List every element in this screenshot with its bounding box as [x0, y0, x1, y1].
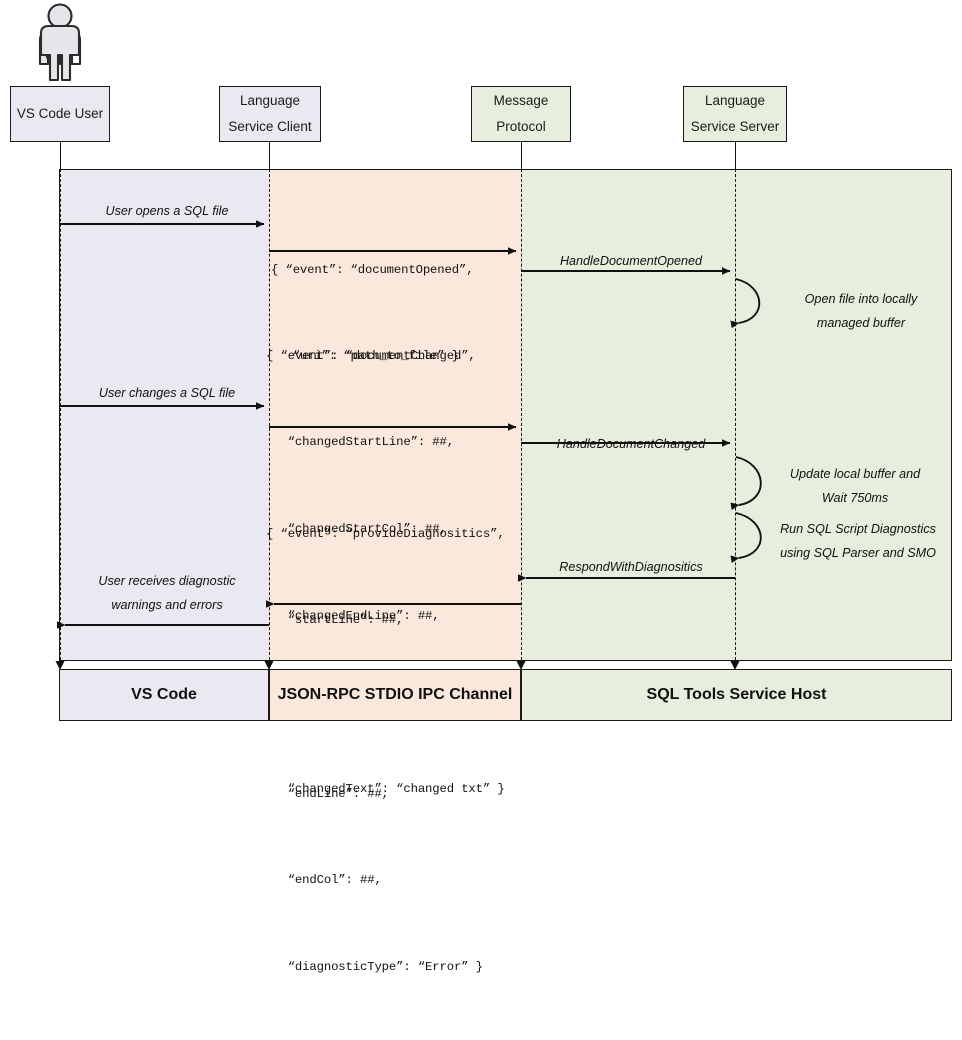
lifeline-label-line1: VS Code User	[16, 105, 104, 121]
message-label-user-changes-file: User changes a SQL file	[98, 386, 236, 400]
lifeline-server-stub	[735, 142, 736, 170]
user-note-receives-diagnostics: User receives diagnostic warnings and er…	[98, 574, 236, 612]
payload-provide-diagnositics: { “event”: “provideDiagnositics”, “start…	[266, 462, 505, 1040]
footer-label: SQL Tools Service Host	[646, 686, 827, 703]
sequence-diagram-canvas: VS Code User Language Service Client Mes…	[10, 3, 952, 974]
message-label-handle-document-changed: HandleDocumentChanged	[556, 437, 706, 451]
lifeline-label-line1: Language	[239, 92, 301, 108]
lifeline-message-protocol	[521, 169, 522, 665]
footer-label: VS Code	[131, 686, 197, 703]
footer-band-vs-code[interactable]: VS Code	[59, 669, 269, 721]
lifeline-header-language-service-client[interactable]: Language Service Client	[219, 86, 321, 142]
lifeline-label-line2: Protocol	[496, 119, 546, 134]
self-note-open-file: Open file into locally managed buffer	[804, 292, 918, 330]
lifeline-protocol-stub	[521, 142, 522, 170]
lifeline-language-service-server	[735, 169, 736, 665]
payload-line: “changedStartCol”: ##,	[266, 522, 447, 537]
lifeline-label-line1: Message	[493, 92, 549, 108]
lifeline-header-vscode-user[interactable]: VS Code User	[10, 86, 110, 142]
payload-line: “startLine”: ##,	[266, 613, 404, 628]
footer-band-ipc-channel[interactable]: JSON-RPC STDIO IPC Channel	[269, 669, 521, 721]
message-label-handle-document-opened: HandleDocumentOpened	[559, 254, 703, 268]
payload-line: “endCol”: ##,	[266, 873, 382, 888]
self-note-update-buffer: Update local buffer and Wait 750ms	[789, 467, 921, 505]
lifeline-label-line2: Service Server	[690, 119, 780, 134]
lifeline-label-line2: Service Client	[228, 119, 312, 134]
payload-line: “changedEndLine”: ##,	[266, 608, 440, 623]
message-label-respond-with-diagnositics: RespondWithDiagnositics	[559, 560, 703, 574]
payload-document-opened: { “event”: “documentOpened”, “uri”: “pat…	[271, 198, 474, 429]
footer-band-service-host[interactable]: SQL Tools Service Host	[521, 669, 952, 721]
lifeline-header-language-service-server[interactable]: Language Service Server	[683, 86, 787, 142]
payload-line: “endLine”: ##,	[266, 786, 389, 801]
self-note-run-diagnostics: Run SQL Script Diagnostics using SQL Par…	[780, 522, 936, 560]
payload-line: “uri”: “path_to_file” }	[271, 349, 459, 364]
band-vs-code	[59, 169, 269, 661]
lifeline-label-line1: Language	[704, 92, 766, 108]
lifeline-language-service-client	[269, 169, 270, 665]
lifeline-vscode-user	[60, 169, 61, 665]
message-label-user-opens-file: User opens a SQL file	[105, 204, 229, 218]
footer-label: JSON-RPC STDIO IPC Channel	[277, 686, 513, 703]
lifeline-vscode-user-stub	[60, 142, 61, 170]
lifeline-client-stub	[269, 142, 270, 170]
lifeline-header-message-protocol[interactable]: Message Protocol	[471, 86, 571, 142]
band-service-host	[521, 169, 952, 661]
payload-line: { “event”: “provideDiagnositics”,	[266, 526, 505, 541]
payload-line: { “event”: “documentChanged”,	[266, 348, 476, 363]
payload-line: { “event”: “documentOpened”,	[271, 262, 474, 277]
payload-line: “diagnosticType”: “Error” }	[266, 960, 483, 975]
payload-line: “changedStartLine”: ##,	[266, 435, 454, 450]
